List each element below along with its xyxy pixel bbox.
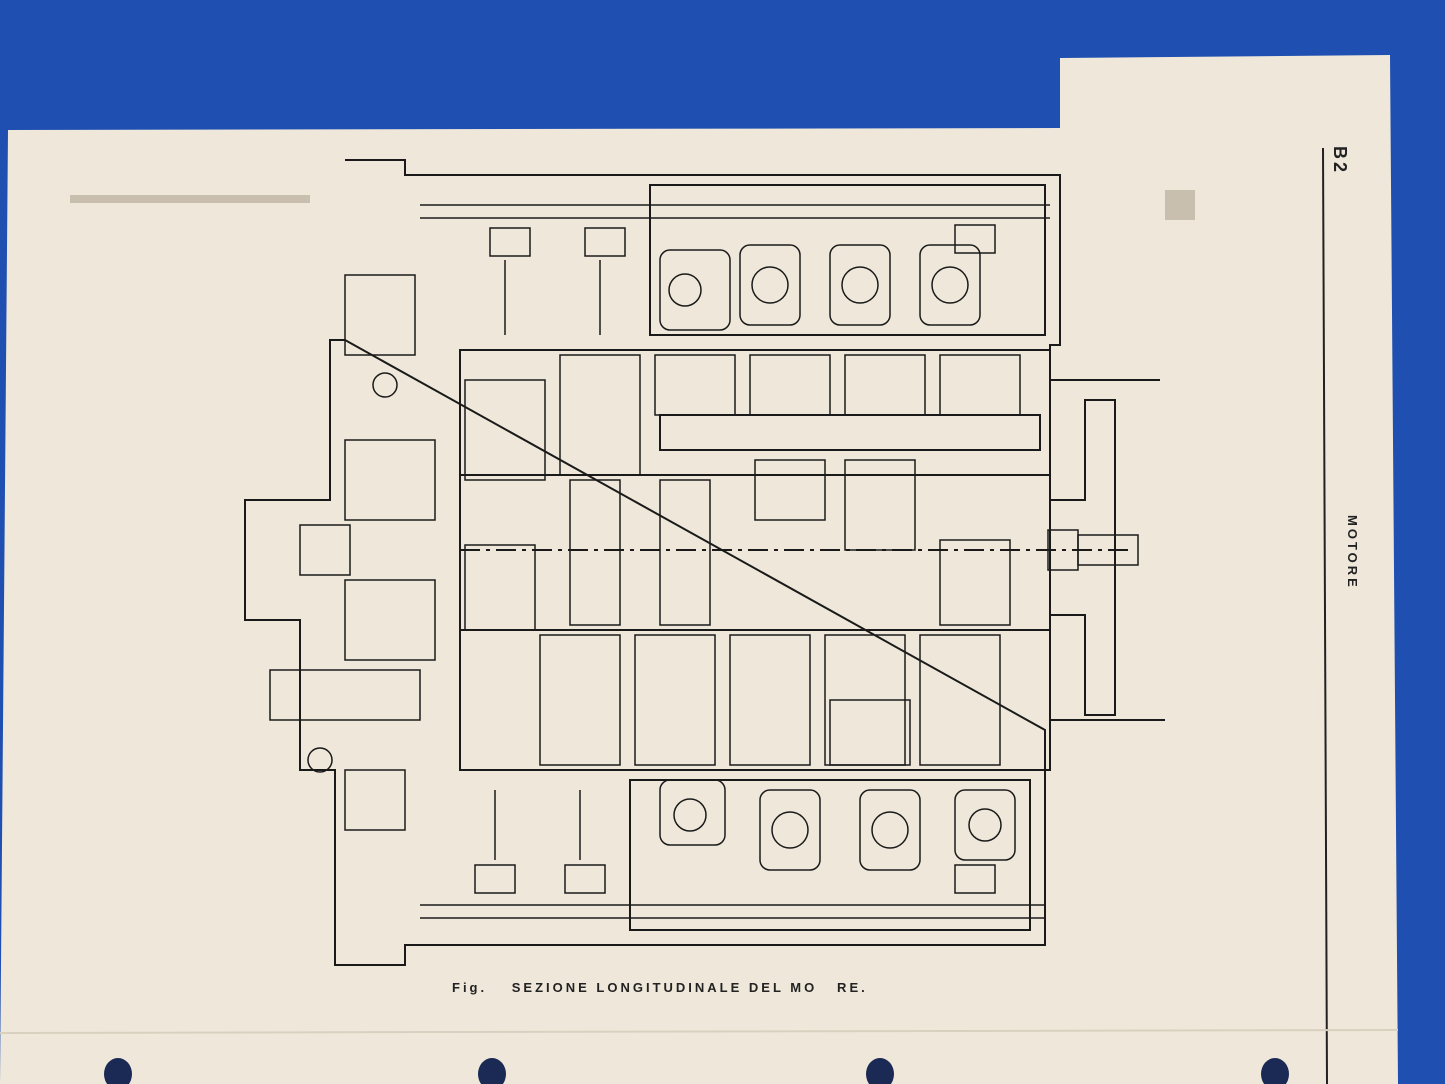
figure-caption: Fig. SEZIONE LONGITUDINALE DEL MO RE.: [452, 980, 886, 995]
section-code: B2: [1330, 146, 1350, 176]
margin-rule: [1322, 147, 1328, 1084]
figure-prefix: Fig.: [452, 980, 488, 995]
section-title: MOTORE: [1345, 515, 1360, 590]
faint-marginal-marks: [70, 190, 1195, 220]
bottom-fold-line: [0, 1029, 1399, 1034]
engine-cross-section-drawing: [244, 159, 1165, 966]
figure-caption-text: SEZIONE LONGITUDINALE DEL MO RE.: [511, 980, 868, 995]
paper-sheet: [0, 55, 1398, 1084]
punch-holes: [104, 1058, 1289, 1084]
